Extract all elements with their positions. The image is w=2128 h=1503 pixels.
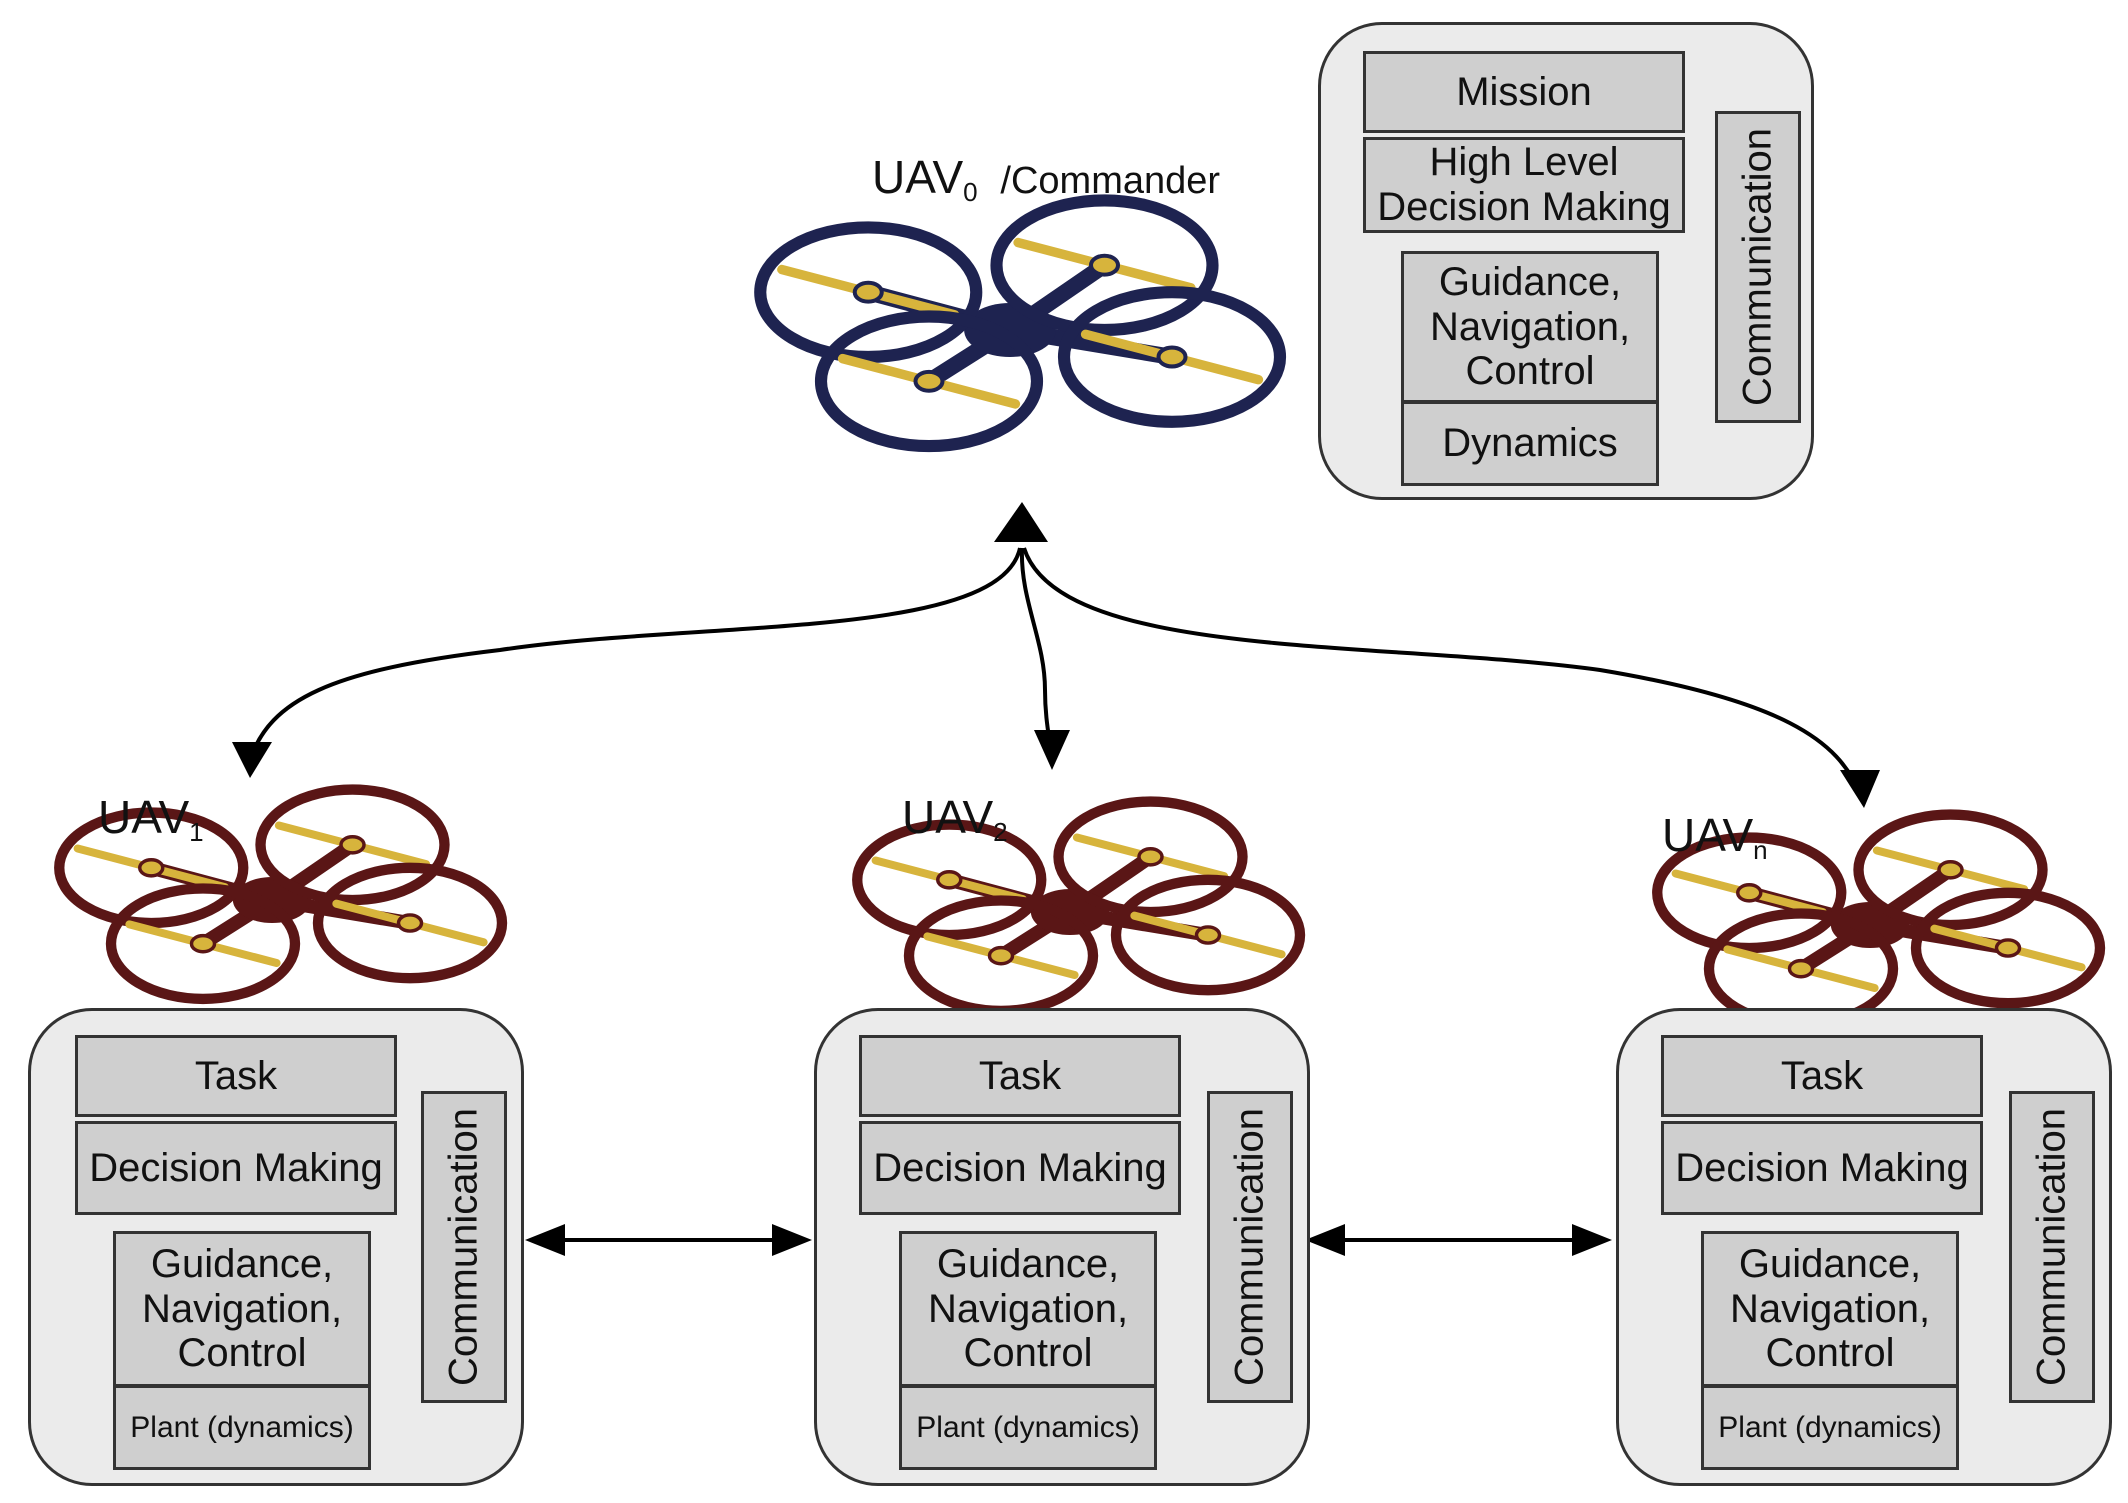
drone-hub	[339, 835, 366, 855]
drone-hub	[1994, 938, 2022, 958]
uav2-decision-block: Decision Making	[859, 1121, 1181, 1215]
uav1-plant-block: Plant (dynamics)	[113, 1385, 371, 1470]
drone-rotor-ring	[754, 221, 983, 364]
drone-hub	[936, 870, 963, 890]
uav1-label-sub: 1	[189, 817, 204, 847]
drone-rotor-ring	[990, 194, 1219, 337]
commander-gnc-block: Guidance, Navigation, Control	[1401, 251, 1659, 403]
drone-rotor-ring	[1853, 809, 2048, 931]
drone-rotor-ring	[814, 310, 1044, 453]
drone-rotor-ring	[255, 784, 450, 906]
arrowhead-uav1	[232, 742, 272, 778]
arrowhead-uav2-left	[1305, 1224, 1345, 1256]
drone-hub	[396, 913, 424, 933]
arrow-commander-to-uavn	[1022, 547, 1862, 796]
drone-hub	[1137, 847, 1164, 867]
drone-rotor-ring	[1652, 832, 1847, 954]
uavn-label-sub: n	[1753, 835, 1768, 865]
uav2-plant-block: Plant (dynamics)	[899, 1385, 1157, 1470]
uav1-task-block: Task	[75, 1035, 397, 1117]
drone-hub	[987, 945, 1015, 966]
uavn-gnc-block: Guidance, Navigation, Control	[1701, 1231, 1959, 1387]
arrowhead-uavn	[1840, 770, 1880, 808]
commander-dynamics-block: Dynamics	[1401, 401, 1659, 486]
uavn-communication-label: Communication	[2029, 1108, 2074, 1386]
uavn-communication-block: Communication	[2009, 1091, 2095, 1403]
drone-rotor-ring	[1110, 874, 1306, 996]
drone-hub	[1787, 958, 1815, 979]
uav2-label-main: UAV	[902, 791, 994, 843]
drone-rotor-ring	[852, 819, 1047, 941]
uavn-plant-block: Plant (dynamics)	[1701, 1385, 1959, 1470]
uavn-label-main: UAV	[1662, 809, 1754, 861]
uav2-panel: Task Decision Making Guidance, Navigatio…	[814, 1008, 1310, 1486]
uavn-label: UAVn	[1662, 808, 1768, 866]
drone-hub	[913, 369, 945, 393]
commander-communication-block: Communication	[1715, 111, 1801, 423]
drone-hub	[1937, 860, 1964, 880]
arrowhead-uav2	[1034, 730, 1070, 770]
drone-hub	[1736, 883, 1763, 903]
drone-hub	[852, 280, 884, 304]
uav2-label: UAV2	[902, 790, 1008, 848]
uav1-communication-label: Communication	[441, 1108, 486, 1386]
commander-panel: Mission High Level Decision Making Guida…	[1318, 22, 1814, 500]
uav1-decision-block: Decision Making	[75, 1121, 397, 1215]
uavn-panel: Task Decision Making Guidance, Navigatio…	[1616, 1008, 2112, 1486]
arrow-commander-to-uav1	[248, 547, 1022, 761]
drone-hub	[138, 858, 165, 878]
uav1-label-main: UAV	[98, 791, 190, 843]
uavn-decision-block: Decision Making	[1661, 1121, 1983, 1215]
commander-drone-icon	[754, 194, 1287, 453]
drone-hub	[1156, 345, 1188, 369]
drone-rotor-ring	[54, 807, 249, 929]
drone-rotor-ring	[312, 862, 508, 984]
arrowhead-uav2-right	[772, 1224, 812, 1256]
arrowhead-top	[994, 502, 1048, 542]
uav2-gnc-block: Guidance, Navigation, Control	[899, 1231, 1157, 1387]
uav2-task-block: Task	[859, 1035, 1181, 1117]
uav1-communication-block: Communication	[421, 1091, 507, 1403]
mission-block: Mission	[1363, 51, 1685, 133]
uav1-gnc-block: Guidance, Navigation, Control	[113, 1231, 371, 1387]
drone-hub	[189, 933, 217, 954]
uav1-label: UAV1	[98, 790, 204, 848]
uav1-panel: Task Decision Making Guidance, Navigatio…	[28, 1008, 524, 1486]
drone-rotor-ring	[1910, 887, 2106, 1009]
arrowhead-uavn-right	[1572, 1224, 1612, 1256]
uav2-communication-label: Communication	[1227, 1108, 1272, 1386]
uavn-drone-icon	[1652, 809, 2106, 1030]
commander-label-sub: 0	[963, 177, 978, 207]
uav2-drone-icon	[852, 796, 1306, 1017]
drone-rotor-ring	[1053, 796, 1248, 918]
commander-communication-label: Communication	[1735, 128, 1780, 406]
uav1-drone-icon	[54, 784, 508, 1005]
uav2-label-sub: 2	[993, 817, 1008, 847]
commander-label-main: UAV	[872, 151, 964, 203]
drone-rotor-ring	[1057, 286, 1287, 428]
drone-hub	[1194, 925, 1222, 945]
drone-rotor-ring	[105, 883, 301, 1005]
uavn-task-block: Task	[1661, 1035, 1983, 1117]
drone-hub	[1088, 253, 1121, 277]
commander-label-suffix: /Commander	[1000, 160, 1221, 202]
arrowhead-uav1-left	[525, 1224, 565, 1256]
uav2-communication-block: Communication	[1207, 1091, 1293, 1403]
high-level-decision-block: High Level Decision Making	[1363, 137, 1685, 233]
commander-label: UAV0 /Commander	[872, 150, 1220, 208]
